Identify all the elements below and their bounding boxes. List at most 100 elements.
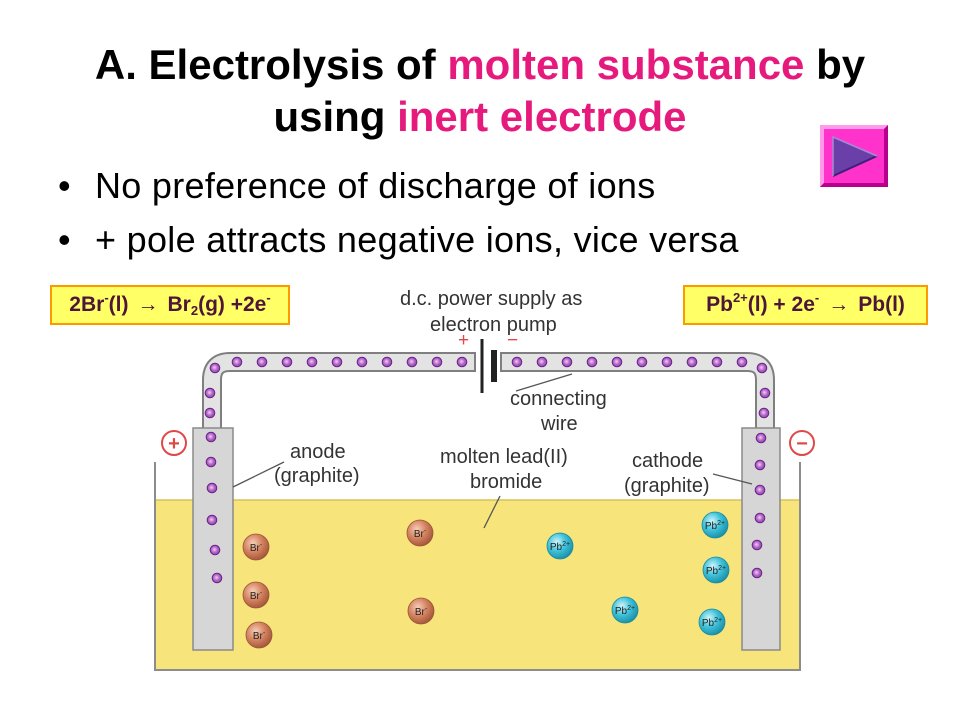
bullet-marker: • [58, 219, 71, 260]
cathode-terminal-sign: − [796, 433, 808, 455]
svg-text:Br-: Br- [414, 528, 427, 540]
reaction-term: Pb [706, 293, 733, 316]
bullet-item: • No preference of discharge of ions [0, 164, 960, 208]
ion-symbol: Pb [706, 566, 719, 577]
cathode-terminal: − [789, 430, 815, 456]
electron [758, 407, 770, 419]
wire-label: connecting [510, 388, 607, 410]
electron [281, 356, 293, 368]
title-text: A. Electrolysis of [94, 41, 448, 88]
svg-text:Pb2+: Pb2+ [550, 541, 570, 553]
reaction-term: (l) + 2e [747, 293, 815, 316]
wire-leader-line [515, 373, 573, 392]
electron [206, 514, 218, 526]
electron [754, 484, 766, 496]
svg-text:Br-: Br- [250, 542, 263, 554]
bromide-ion: Br- [406, 519, 434, 547]
electron [306, 356, 318, 368]
electrolyte-leader-line [483, 495, 501, 529]
anode-leader-line [232, 461, 285, 488]
ion-charge: 2+ [718, 565, 726, 572]
electron [754, 512, 766, 524]
electron [256, 356, 268, 368]
lead-ion: Pb2+ [698, 608, 726, 636]
electron [456, 356, 468, 368]
electron [209, 544, 221, 556]
lead-ion: Pb2+ [611, 596, 639, 624]
svg-text:Br-: Br- [415, 606, 428, 618]
ion-charge: 2+ [717, 520, 725, 527]
electron [209, 362, 221, 374]
lead-ion: Pb2+ [702, 556, 730, 584]
reaction-term: Pb(l) [858, 293, 905, 316]
cathode-leader-line [712, 473, 753, 485]
bullet-item: • + pole attracts negative ions, vice ve… [0, 218, 960, 262]
bromide-ion: Br- [245, 621, 273, 649]
ion-symbol: Br [414, 529, 425, 540]
reaction-superscript: - [104, 289, 109, 305]
reaction-term: (l) [108, 293, 129, 316]
ion-symbol: Pb [615, 606, 628, 617]
ion-charge: - [425, 606, 428, 613]
ion-charge: 2+ [714, 617, 722, 624]
electron [755, 432, 767, 444]
electron [205, 431, 217, 443]
electron [406, 356, 418, 368]
reaction-term: 2Br [69, 293, 105, 316]
ion-symbol: Br [415, 607, 426, 618]
ion-symbol: Pb [705, 521, 718, 532]
title-line: A. Electrolysis of molten substance by [0, 39, 960, 91]
electron [751, 567, 763, 579]
electron [686, 356, 698, 368]
ion-symbol: Br [250, 591, 261, 602]
title-line: using inert electrode [0, 91, 960, 143]
electron [586, 356, 598, 368]
electron [356, 356, 368, 368]
ion-symbol: Br [253, 631, 264, 642]
electron [231, 356, 243, 368]
ion-charge: - [260, 590, 263, 597]
bullet-marker: • [58, 165, 71, 206]
electrolyte-label: molten lead(II) [440, 446, 568, 468]
reaction-superscript: 2+ [732, 289, 748, 305]
bromide-ion: Br- [242, 581, 270, 609]
reaction-superscript: - [266, 289, 271, 305]
electron [431, 356, 443, 368]
electron [381, 356, 393, 368]
ion-symbol: Br [250, 543, 261, 554]
anode-terminal-sign: + [168, 433, 180, 455]
anode-terminal: + [161, 430, 187, 456]
ion-symbol: Pb [702, 618, 715, 629]
electron [751, 539, 763, 551]
battery-negative-sign: − [507, 330, 518, 351]
electron [611, 356, 623, 368]
cathode-reaction: Pb2+(l) + 2e-→Pb(l) [706, 289, 905, 317]
svg-text:Pb2+: Pb2+ [705, 520, 725, 532]
electron [756, 362, 768, 374]
svg-text:Pb2+: Pb2+ [702, 617, 722, 629]
ion-charge: 2+ [627, 605, 635, 612]
anode-label: (graphite) [274, 465, 360, 487]
anode-reaction-box: 2Br-(l)→Br2(g) +2e- [50, 285, 290, 325]
electron [636, 356, 648, 368]
electron [661, 356, 673, 368]
anode-label: anode [290, 441, 346, 463]
electron [511, 356, 523, 368]
electron [736, 356, 748, 368]
title-text: by [804, 41, 866, 88]
power-supply-label: electron pump [430, 314, 557, 336]
play-button[interactable] [820, 125, 888, 187]
reaction-arrow: → [828, 293, 850, 316]
svg-text:Pb2+: Pb2+ [615, 605, 635, 617]
beaker [154, 462, 801, 671]
ion-charge: - [260, 542, 263, 549]
electron [204, 407, 216, 419]
title-highlight: molten substance [447, 41, 805, 88]
electron [205, 456, 217, 468]
reaction-arrow: → [137, 293, 159, 316]
cathode-reaction-box: Pb2+(l) + 2e-→Pb(l) [683, 285, 928, 325]
play-icon [820, 125, 888, 187]
ion-charge: 2+ [562, 541, 570, 548]
ion-symbol: Pb [550, 542, 563, 553]
battery-positive-sign: + [458, 330, 469, 351]
